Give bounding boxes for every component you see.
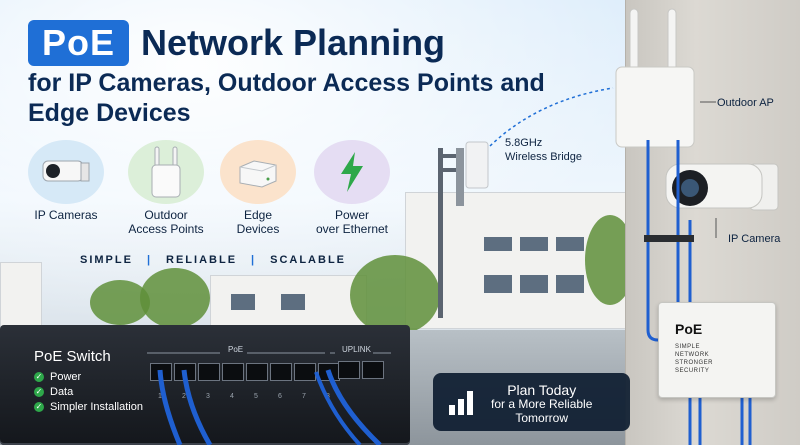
callout-outdoor-ap: Outdoor AP <box>717 97 774 109</box>
poe-port-label: PoE <box>228 345 244 354</box>
title: PoE Network Planning <box>28 20 445 66</box>
plan-callout: Plan Today for a More Reliable Tomorrow <box>433 373 630 431</box>
plan-text: Plan Today for a More Reliable Tomorrow <box>491 383 592 425</box>
feature-ip-cameras: IP Cameras <box>18 140 114 222</box>
wall-cables <box>644 140 752 445</box>
feature-label: Outdoor Access Points <box>128 208 204 236</box>
poe-junction-box: PoE SIMPLE NETWORK STRONGER SECURITY <box>658 302 776 398</box>
tagline-reliable: RELIABLE <box>166 254 238 266</box>
poe-port[interactable] <box>294 363 316 381</box>
uplink-port[interactable] <box>362 361 384 379</box>
poe-port[interactable] <box>270 363 292 381</box>
wireless-link-line <box>489 87 614 147</box>
building-left <box>0 262 42 334</box>
tagline-separator: | <box>146 254 153 266</box>
feature-circle <box>314 140 390 204</box>
plan-line-3: Tomorrow <box>515 411 569 425</box>
feature-label: Edge Devices <box>236 208 280 236</box>
access-point-icon <box>151 146 181 198</box>
port-number: 5 <box>254 393 258 400</box>
port-number: 2 <box>182 393 186 400</box>
callout-ip-camera: IP Camera <box>728 233 781 245</box>
building-middle <box>210 275 367 332</box>
port-bracket <box>147 352 391 354</box>
check-icon: ✓ <box>34 372 44 382</box>
callout-line <box>715 218 717 238</box>
wireless-bridge-mast <box>438 141 489 318</box>
plan-line-2: for a More Reliable <box>491 397 593 411</box>
check-icon: ✓ <box>34 387 44 397</box>
camera-icon <box>42 160 90 182</box>
feature-edge-devices: Edge Devices <box>210 140 306 236</box>
switch-feature: ✓Power <box>34 371 82 383</box>
poe-port[interactable] <box>246 363 268 381</box>
edge-device-icon <box>239 160 277 188</box>
switch-feature: ✓Simpler Installation <box>34 401 143 413</box>
lightning-icon <box>341 152 363 192</box>
poe-port[interactable] <box>222 363 244 381</box>
feature-circle <box>28 140 104 204</box>
tree <box>350 255 440 335</box>
check-icon: ✓ <box>34 402 44 412</box>
tagline-separator: | <box>251 254 257 266</box>
switch-cables <box>157 369 382 445</box>
port-number: 1 <box>158 393 162 400</box>
port-number: 3 <box>206 393 210 400</box>
feature-circle <box>220 140 296 204</box>
title-badge: PoE <box>28 20 130 66</box>
callout-line <box>700 101 716 103</box>
bar-chart-icon <box>449 391 473 415</box>
feature-circle <box>128 140 204 204</box>
switch-feature-list: ✓Power ✓Data ✓Simpler Installation <box>34 371 143 416</box>
switch-title: PoE Switch <box>34 348 111 365</box>
feature-outdoor-ap: Outdoor Access Points <box>118 140 214 236</box>
port-number: 4 <box>230 393 234 400</box>
plan-line-1: Plan Today <box>507 382 577 398</box>
uplink-port-label: UPLINK <box>342 345 371 354</box>
poe-port[interactable] <box>198 363 220 381</box>
poe-box-text: SIMPLE NETWORK STRONGER SECURITY <box>675 344 714 374</box>
outdoor-ap-device <box>615 8 695 148</box>
tree <box>140 268 210 328</box>
title-main: Network Planning <box>141 22 446 63</box>
port-number: 7 <box>302 393 306 400</box>
uplink-port[interactable] <box>338 361 360 379</box>
port-number: 6 <box>278 393 282 400</box>
tagline-scalable: SCALABLE <box>270 254 346 266</box>
feature-poe: Power over Ethernet <box>304 140 400 236</box>
poe-box-title: PoE <box>675 321 703 337</box>
ip-camera-device <box>665 163 779 211</box>
switch-feature: ✓Data <box>34 386 74 398</box>
feature-label: Power over Ethernet <box>315 208 389 236</box>
feature-label: IP Cameras <box>34 208 98 222</box>
callout-wireless-bridge: 5.8GHz Wireless Bridge <box>505 137 583 163</box>
tagline: SIMPLE | RELIABLE | SCALABLE <box>80 254 346 266</box>
tagline-simple: SIMPLE <box>80 254 133 266</box>
subtitle: for IP Cameras, Outdoor Access Points an… <box>28 69 545 127</box>
